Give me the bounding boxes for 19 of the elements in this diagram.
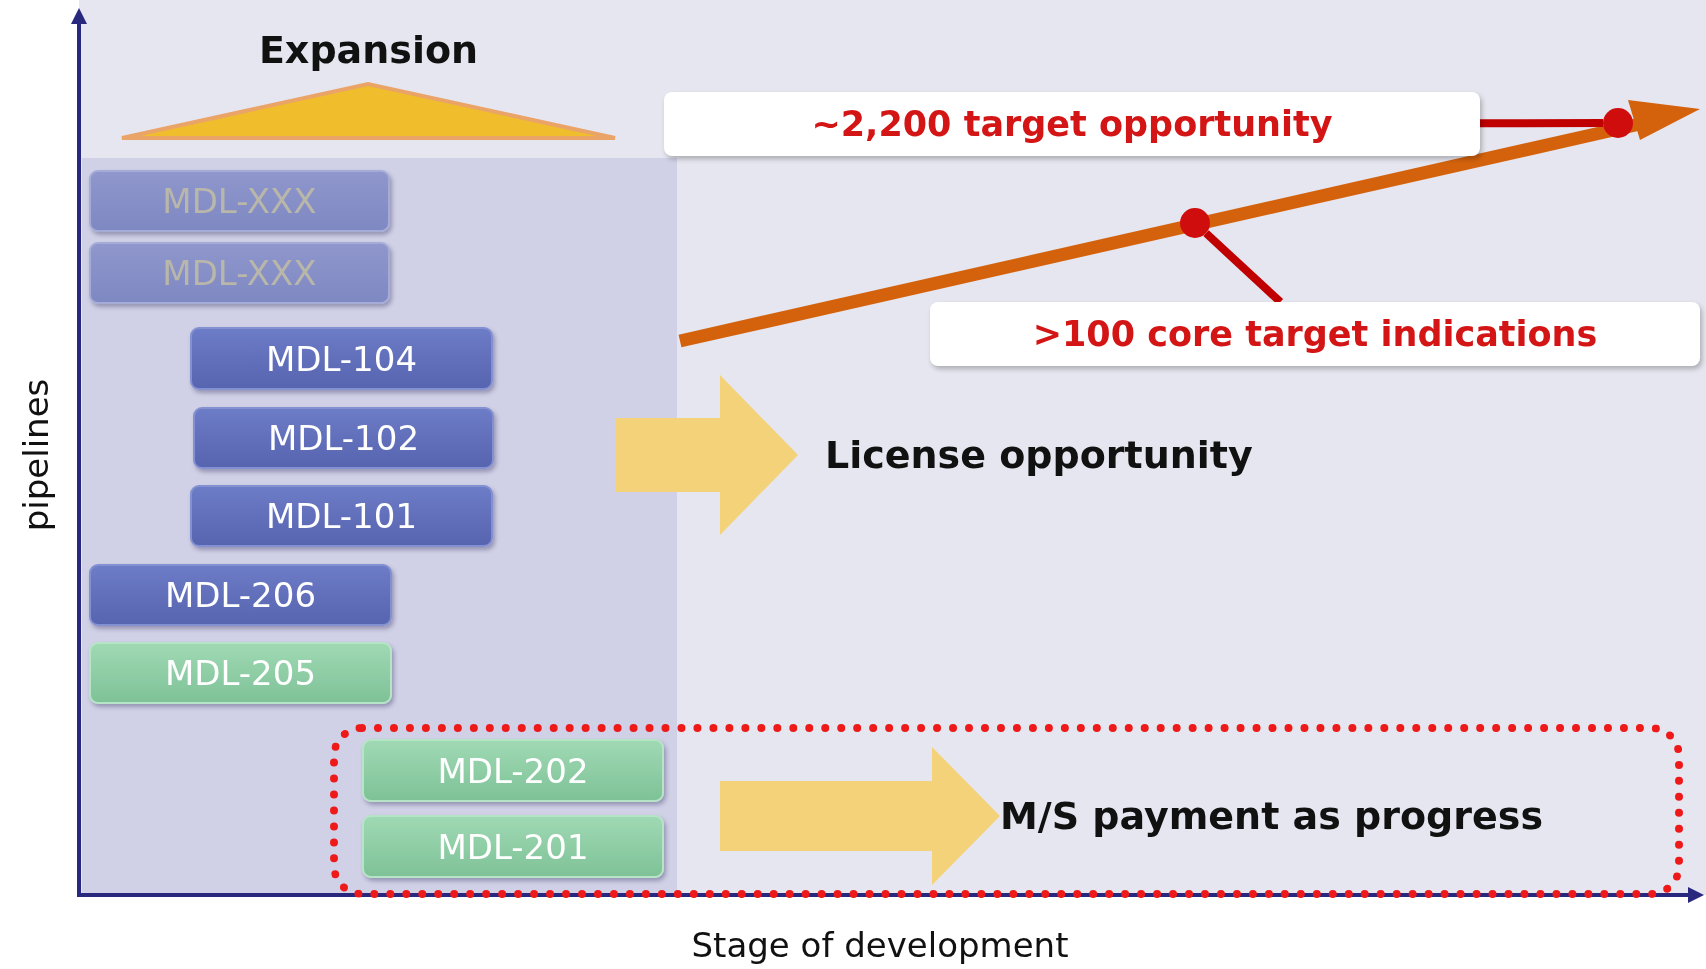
- annotation-text: License opportunity: [798, 420, 1338, 490]
- dotted-frame: [330, 724, 1683, 898]
- leader-line: [1480, 119, 1603, 128]
- heading: Expansion: [258, 28, 479, 74]
- pipeline-box: MDL-101: [190, 485, 493, 547]
- pipeline-box: MDL-202: [362, 739, 664, 802]
- annotation-text: M/S payment as progress: [1000, 776, 1640, 856]
- pipeline-box: MDL-201: [362, 815, 664, 878]
- block-arrow: [615, 375, 798, 535]
- block-arrow: [720, 747, 1000, 885]
- pipeline-box: MDL-104: [190, 327, 493, 390]
- pipeline-box: MDL-206: [89, 564, 392, 626]
- pipeline-box: MDL-102: [193, 407, 494, 469]
- callout-box: ~2,200 target opportunity: [664, 92, 1480, 156]
- axis-label: pipelines: [16, 378, 56, 532]
- axis-label: Stage of development: [691, 925, 1069, 965]
- pipeline-box: MDL-205: [89, 642, 392, 704]
- leader-line: [1203, 230, 1284, 305]
- callout-box: >100 core target indications: [930, 302, 1700, 366]
